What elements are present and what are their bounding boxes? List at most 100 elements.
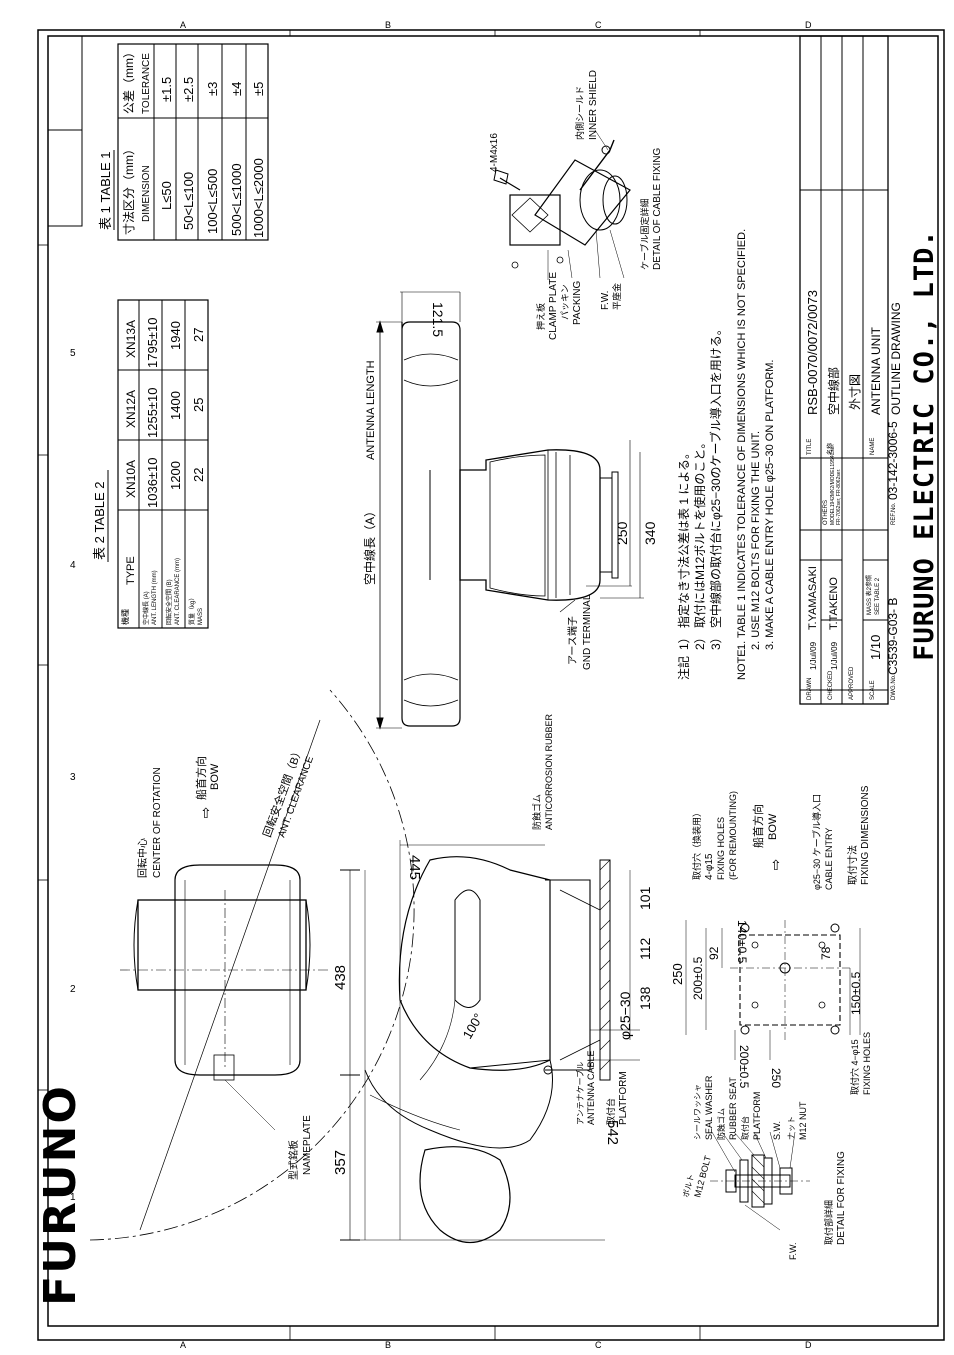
dim-angle-100: 100° [460,1011,486,1042]
table2-type-jp: 機種 [120,609,130,625]
tb-mass-label: MASS 表2参照 [865,575,873,615]
fixing-bow-jp: 船首方向 [751,804,765,848]
fix-dim-140: 140±0.5 [735,920,749,964]
furuno-logo: FURUNO [35,1050,86,1320]
table1-col1-header-en: DIMENSION [141,165,152,222]
table1-row2-tol: ±2.5 [181,77,196,102]
note-en-3: 3. MAKE A CABLE ENTRY HOLE φ25−30 ON PLA… [764,360,776,651]
table2-type-xn12a: XN12A [124,390,138,428]
center-of-rotation-en: CENTER OF ROTATION [152,767,163,878]
fixing-dimensions-labels: 取付穴（換装用） 4-φ15 FIXING HOLES (FOR REMOUNT… [670,785,872,1095]
side-view [360,840,640,1243]
m12-nut-en: M12 NUT [798,1101,808,1140]
top-view-labels: 回転中心 CENTER OF ROTATION 船首方向 BOW ⇧ 回転安全空… [136,745,349,1180]
antenna-cable-jp: アンテナケーブル [575,1062,585,1125]
table2-a-xn10a: 1036±10 [145,457,160,508]
packing-jp: パッキン [560,284,570,320]
table1-col2-header-jp: 公差（mm） [122,46,136,114]
fw-washer-en: F.W. [600,291,611,310]
note-jp-2: 2） 取付にはM12ボルトを使用のこと。 [692,437,707,650]
table1-row4-tol: ±4 [229,82,244,96]
tb-drawn-by: T.YAMASAKI [807,566,819,630]
fixing-holes-bottom-en: FIXING HOLES [862,1032,872,1095]
company-name: FURUNO ELECTRIC CO., LTD. [909,229,940,661]
grid-row-b-bottom: B [385,1340,391,1350]
rubber-seat-jp: 防蝕ゴム [716,1108,726,1140]
furuno-logo-text: FURUNO [35,1084,86,1306]
tb-dwg-label: DWG.No. [891,674,897,700]
tb-others-label: OTHERS [823,500,829,525]
fix-dim-250b: 250 [769,1068,783,1088]
nameplate-en: NAMEPLATE [302,1115,313,1175]
table2-type-xn13a: XN13A [124,320,138,358]
grid-row-a-top: A [180,20,186,30]
cable-entry-jp: φ25−30 ケーブル導入口 [811,794,822,890]
dim-357: 357 [332,1150,349,1175]
fixing-detail-labels: ボルト M12 BOLT シールワッシャ SEAL WASHER 防蝕ゴム RU… [681,1075,847,1260]
dim-101: 101 [637,886,653,910]
gnd-terminal-en: GND TERMINAL [582,594,593,670]
table1-row3-dim: 100<L≤500 [205,169,220,234]
fix-dim-250a: 250 [670,963,685,985]
anticorrosion-rubber-jp: 防蝕ゴム [531,794,542,830]
note-jp-3: 3） 空中線部の取付台にφ25−30のケーブル導入口を用ける。 [708,323,723,650]
grid-markers: A B C D A B C D 1 2 3 4 5 [70,20,812,1350]
fixing-holes-bottom-jp: 取付穴 4−φ15 [849,1039,860,1095]
fixing-holes-en: FIXING HOLES [716,817,726,880]
tb-others-1: MODEL1942MK2/MODEL1954Cser. [830,444,836,525]
table2-title: 表 2 TABLE 2 [92,481,107,560]
grid-row-c-bottom: C [595,1340,602,1350]
cable-detail-title-en: DETAIL OF CABLE FIXING [652,148,663,270]
tb-others-2: FR-7062ser, FR-8062ser. [836,469,842,525]
fixing-bow-arrow-icon: ⇧ [770,857,782,873]
grid-row-c-top: C [595,20,602,30]
table-2: 表 2 TABLE 2 機種 TYPE 空中線長 (A) ANT. LENGTH… [92,299,209,629]
table2-row-a-jp: 空中線長 (A) [142,591,150,625]
table2-type-en: TYPE [125,556,137,585]
clamp-plate-en: CLAMP PLATE [548,272,559,340]
tb-name-en: ANTENNA UNIT [869,326,883,415]
m12-nut-jp: ナット [787,1116,796,1140]
spring-washer: S.W. [772,1121,782,1140]
grid-col-4: 4 [70,560,76,571]
fixing-holes-count: 4-φ15 [704,853,715,880]
note-jp-1: 1） 指定なき寸法公差は表 1 による。 [676,447,691,650]
grid-col-3: 3 [70,772,76,783]
table1-row5-dim: 1000<L≤2000 [251,158,266,238]
table2-m-xn12a: 25 [191,398,206,412]
fix-dim-200a: 200±0.5 [691,956,705,1000]
note-en-2: 2. USE M12 BOLTS FOR FIXING THE UNIT. [750,431,762,650]
dim-250: 250 [614,521,630,545]
dim-112: 112 [637,937,653,960]
fixing-holes-jp: 取付穴（換装用） [691,808,702,880]
table2-b-xn10a: 1200 [168,461,183,490]
tb-scale-label: SCALE [870,680,876,700]
detail-fw: F.W. [788,1243,798,1261]
tb-approved-label: APPROVED [849,666,855,700]
table2-a-xn12a: 1255±10 [145,387,160,438]
dim-138: 138 [637,986,653,1010]
table1-row1-dim: L≤50 [159,181,174,210]
table2-b-xn12a: 1400 [168,391,183,420]
table1-col1-header-jp: 寸法区分（mm） [122,143,136,235]
detail-for-fixing-en: DETAIL FOR FIXING [836,1151,847,1245]
dim-438: 438 [332,965,349,990]
grid-row-a-bottom: A [180,1340,186,1350]
table2-row-b-en: ANT. CLEARANCE (mm) [175,558,181,625]
inner-shield-en: INNER SHIELD [588,70,599,140]
tb-name-label: NAME [870,438,876,455]
side-view-labels: 542 445 101 112 138 φ25−30 100° 防蝕ゴム ANT… [406,713,653,1145]
fix-dim-78: 78 [819,946,833,960]
tb-ref-label: REF.No. [891,502,897,525]
table2-m-xn13a: 27 [191,328,206,342]
front-view [376,291,644,730]
table2-b-xn13a: 1940 [168,321,183,350]
fixing-dims-title-en: FIXING DIMENSIONS [860,785,871,885]
top-view [89,689,415,1241]
nameplate-jp: 型式銘板 [287,1140,300,1180]
inner-shield-jp: 内側シールド [574,86,585,140]
antenna-length-label-jp: 空中線長（A） [362,505,377,585]
outer-border [37,29,945,1341]
bolt-4-m4x16: 4-M4x16 [489,133,500,172]
